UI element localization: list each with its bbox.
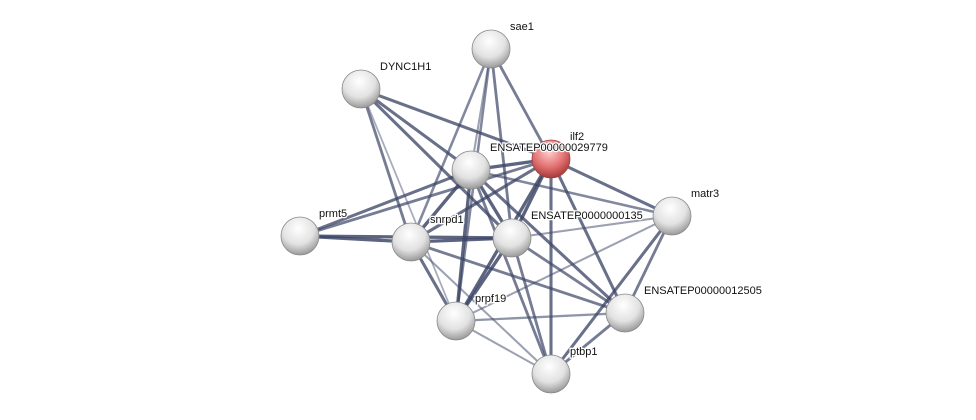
node-ptbp1[interactable]: ptbp1 <box>531 345 599 394</box>
edge-sae1-ilf2[interactable] <box>489 48 553 160</box>
node-bubble[interactable] <box>531 139 571 179</box>
edge-ilf2-prmt5[interactable] <box>299 157 552 238</box>
node-bubble[interactable] <box>436 301 476 341</box>
node-prmt5[interactable]: prmt5 <box>280 207 348 256</box>
edge-E29779-E12505[interactable] <box>469 168 627 315</box>
node-E12505[interactable]: ENSATEP00000012505 <box>605 284 763 333</box>
node-label: ENSATEP00000029779 <box>490 142 608 154</box>
node-DYNC1H1[interactable]: DYNC1H1 <box>341 60 433 109</box>
node-bubble[interactable] <box>531 354 571 394</box>
node-label: snrpd1 <box>430 214 464 226</box>
edge-DYNC1H1-ilf2[interactable] <box>360 87 552 161</box>
node-label: ilf2 <box>570 131 584 143</box>
node-label: sae1 <box>510 21 534 33</box>
edge-E135-ptbp1[interactable] <box>510 237 553 375</box>
node-bubble[interactable] <box>471 29 511 69</box>
node-label: ENSATEP0000000135 <box>531 210 643 222</box>
edge-DYNC1H1-E29779[interactable] <box>360 87 472 172</box>
edge-ilf2-snrpd1[interactable] <box>410 157 552 244</box>
edge-snrpd1-E12505[interactable] <box>410 240 626 315</box>
node-label: DYNC1H1 <box>380 61 431 73</box>
node-snrpd1[interactable]: snrpd1 <box>391 213 465 262</box>
edge-ilf2-matr3[interactable] <box>550 157 673 218</box>
node-bubble[interactable] <box>652 196 692 236</box>
node-label: ENSATEP00000012505 <box>644 285 762 297</box>
node-bubble[interactable] <box>492 218 532 258</box>
edge-E12505-prpf19[interactable] <box>455 311 626 323</box>
edge-sae1-E29779[interactable] <box>469 48 493 171</box>
edge-E29779-prpf19[interactable] <box>454 169 473 322</box>
edge-E29779-ptbp1[interactable] <box>469 169 553 375</box>
edge-E29779-matr3[interactable] <box>470 168 673 218</box>
edge-ilf2-E12505[interactable] <box>549 158 627 314</box>
edge-E29779-prmt5[interactable] <box>299 168 472 238</box>
node-bubble[interactable] <box>451 150 491 190</box>
edge-matr3-ptbp1[interactable] <box>549 215 674 375</box>
node-label: ptbp1 <box>570 346 598 358</box>
edge-matr3-prpf19[interactable] <box>455 215 673 322</box>
edge-DYNC1H1-snrpd1[interactable] <box>359 88 413 243</box>
node-bubble[interactable] <box>605 293 645 333</box>
node-label: matr3 <box>691 188 719 200</box>
node-prpf19[interactable]: prpf19 <box>436 292 507 341</box>
node-label: prmt5 <box>319 208 347 220</box>
node-bubble[interactable] <box>391 222 431 262</box>
edge-sae1-snrpd1[interactable] <box>409 48 493 243</box>
edge-DYNC1H1-prpf19[interactable] <box>360 88 457 322</box>
edge-E135-matr3[interactable] <box>511 214 673 240</box>
node-E135[interactable]: ENSATEP0000000135 <box>492 209 644 258</box>
node-bubble[interactable] <box>280 216 320 256</box>
node-bubble[interactable] <box>341 69 381 109</box>
node-sae1[interactable]: sae1 <box>471 20 535 69</box>
node-label: prpf19 <box>475 293 506 305</box>
node-E29779[interactable]: ENSATEP00000029779 <box>451 141 609 190</box>
node-matr3[interactable]: matr3 <box>652 187 720 236</box>
node-ilf2[interactable]: ilf2 <box>531 130 585 179</box>
